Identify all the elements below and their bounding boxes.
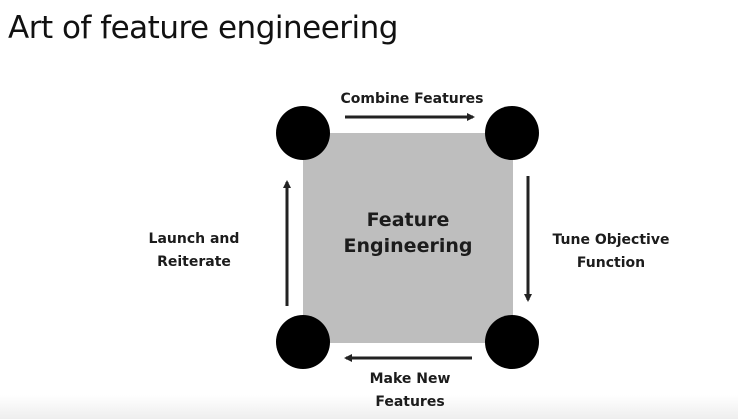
label-launch-line-2: Reiterate [157,254,231,270]
label-make-line-1: Make New [369,371,451,387]
feature-engineering-box [303,133,513,343]
label-launch-reiterate: Launch and Reiterate [138,228,250,274]
label-launch-line-1: Launch and [148,231,240,247]
slide-title: Art of feature engineering [8,10,398,46]
label-make-new-features: Make New Features [330,368,490,414]
label-make-line-2: Features [375,394,445,410]
label-tune-line-1: Tune Objective [552,232,670,248]
node-top-left [276,106,330,160]
label-combine-features-text: Combine Features [340,91,484,107]
node-bottom-right [485,315,539,369]
center-label: Feature Engineering [303,207,513,259]
center-label-line-1: Feature [366,209,450,231]
label-tune-objective: Tune Objective Function [548,229,674,275]
node-top-right [485,106,539,160]
label-tune-line-2: Function [576,255,646,271]
node-bottom-left [276,315,330,369]
center-label-line-2: Engineering [343,235,473,257]
label-combine-features: Combine Features [332,88,492,111]
